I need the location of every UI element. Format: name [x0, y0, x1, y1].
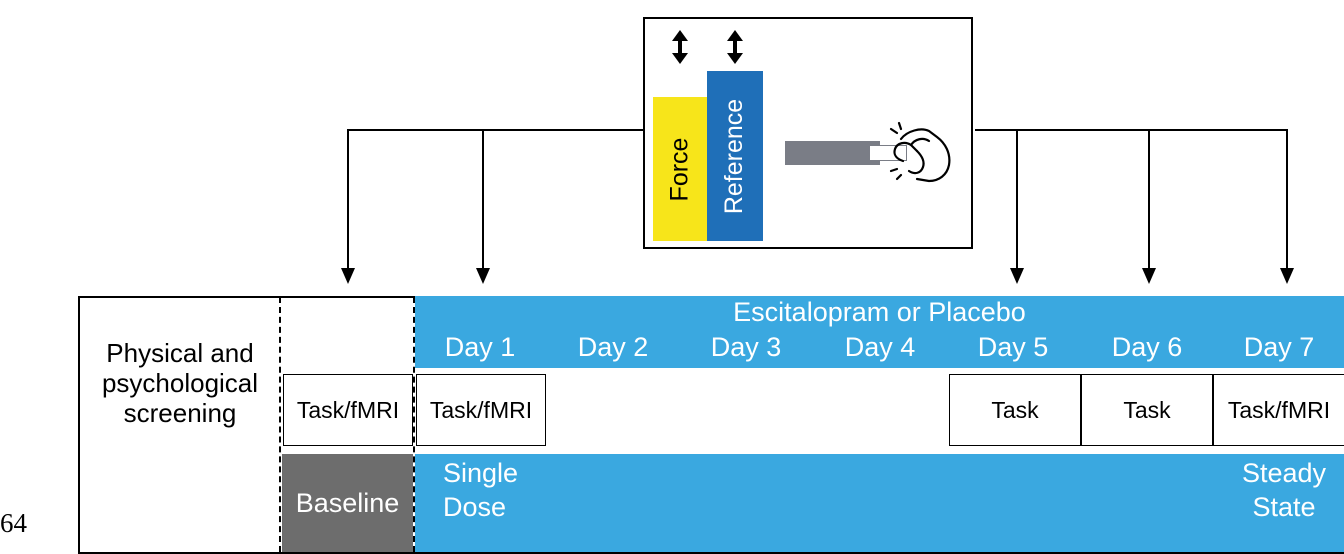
figure-number: 64 — [0, 508, 27, 538]
day-label: Day 1 — [444, 332, 516, 362]
day-label: Day 3 — [710, 332, 782, 362]
treatment-label: Escitalopram or Placebo — [415, 297, 1344, 328]
arrowhead — [476, 268, 490, 284]
dosing-band — [415, 454, 1344, 552]
up-down-arrow-icon — [672, 30, 688, 64]
reference-label: Reference — [720, 98, 749, 214]
baseline-label: Baseline — [295, 487, 400, 518]
arrowhead — [1142, 268, 1156, 284]
dashed-separator — [279, 297, 281, 552]
task-panel: Force Reference — [643, 17, 973, 249]
arrowhead — [1010, 268, 1024, 284]
day-label: Day 5 — [977, 332, 1049, 362]
force-label: Force — [665, 137, 694, 201]
single-dose-line2: Dose — [443, 492, 507, 522]
up-down-arrow-icon — [727, 30, 743, 64]
slider-track — [785, 141, 880, 165]
day-label: Day 4 — [844, 332, 916, 362]
single-dose-label: Single Dose — [443, 456, 518, 524]
screening-text: Physical and psychological screening — [101, 338, 259, 428]
task-cell-day5: Task — [949, 374, 1081, 446]
force-bar: Force — [653, 97, 707, 241]
baseline-block: Baseline — [282, 454, 413, 552]
arrowhead — [341, 268, 355, 284]
task-cell-day1: Task/fMRI — [416, 374, 546, 446]
treatment-text: Escitalopram or Placebo — [733, 297, 1026, 327]
steady-state-line1: Steady — [1241, 458, 1327, 488]
treatment-band — [415, 296, 1344, 368]
task-cell-day7: Task/fMRI — [1213, 374, 1344, 446]
dashed-separator — [413, 297, 415, 552]
day-label: Day 7 — [1243, 332, 1315, 362]
single-dose-line1: Single — [443, 458, 519, 488]
arrowhead — [1280, 268, 1294, 284]
steady-state-line2: State — [1252, 492, 1316, 522]
task-cell-day6: Task — [1081, 374, 1213, 446]
day-label: Day 2 — [577, 332, 649, 362]
screening-label: Physical and psychological screening — [82, 338, 278, 428]
reference-bar: Reference — [707, 71, 763, 241]
task-cell-baseline: Task/fMRI — [283, 374, 413, 446]
connector-arrows — [341, 129, 1294, 284]
day-label: Day 6 — [1111, 332, 1183, 362]
steady-state-label: Steady State — [1224, 456, 1344, 524]
pinch-hand-icon — [889, 121, 951, 183]
